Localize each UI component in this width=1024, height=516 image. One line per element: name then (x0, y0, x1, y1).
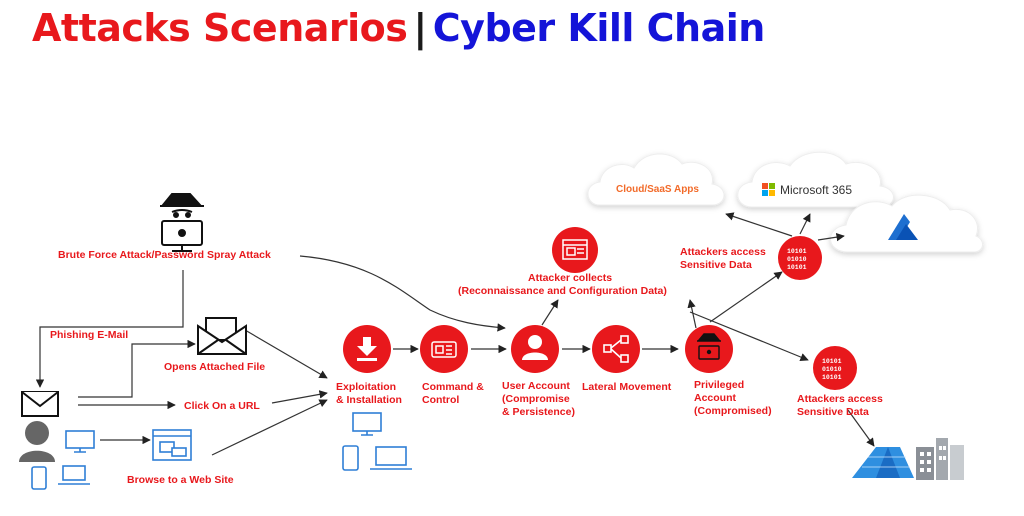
opens-attached-file-label: Opens Attached File (164, 361, 265, 373)
command-control-label-1: Command & (422, 381, 484, 393)
lateral-movement-node (592, 325, 640, 373)
lateral-movement-label: Lateral Movement (582, 381, 672, 393)
privileged-label-1: Privileged (694, 379, 744, 391)
user-icon (522, 335, 548, 360)
browser-window-icon (152, 429, 192, 461)
buildings-icon (916, 438, 964, 480)
collects-label-1: Attacker collects (528, 272, 612, 284)
svg-text:01010: 01010 (822, 366, 842, 373)
user-devices (31, 430, 95, 490)
svg-text:10101: 10101 (822, 358, 842, 365)
privileged-account-node (685, 325, 733, 373)
arrow-phishing-email (35, 270, 184, 388)
azure-logo-icon (888, 214, 918, 240)
monitor-icon (352, 412, 382, 432)
command-control-icon (431, 341, 457, 358)
envelope-icon (21, 391, 59, 417)
svg-text:01010: 01010 (787, 256, 807, 263)
user-account-node (511, 325, 559, 373)
flow-arrows (35, 212, 875, 456)
command-control-label-2: Control (422, 394, 459, 406)
monitor-icon (65, 430, 95, 449)
brute-force-label: Brute Force Attack/Password Spray Attack (58, 249, 271, 261)
command-control-node (420, 325, 468, 373)
binary-data-icon: 10101 01010 10101 (787, 248, 807, 271)
phone-icon (342, 445, 359, 471)
laptop-icon (375, 446, 407, 466)
arrow-brute-force (299, 255, 506, 332)
exploitation-node (343, 325, 391, 373)
user-icon (19, 421, 55, 462)
arrow-privileged-access-top (709, 271, 783, 323)
user-account-label-1: User Account (502, 380, 570, 392)
download-icon (357, 337, 377, 361)
exploitation-label-1: Exploitation (336, 381, 396, 393)
browse-web-site-label: Browse to a Web Site (127, 474, 234, 486)
cloud-saas-label: Cloud/SaaS Apps (616, 184, 699, 195)
phishing-email-label: Phishing E-Mail (50, 329, 128, 341)
arrow-web-exploit (211, 399, 328, 456)
privileged-label-3: (Compromised) (694, 405, 772, 417)
share-nodes-icon (603, 335, 629, 363)
arrow-privileged-access-bottom (689, 311, 809, 362)
arrow-to-azure (817, 232, 845, 242)
svg-text:10101: 10101 (787, 264, 807, 271)
binary-data-icon: 10101 01010 10101 (822, 358, 842, 381)
microsoft-logo-icon (762, 183, 775, 196)
arrow-privileged-collects (687, 299, 697, 329)
arrow-to-database (847, 409, 875, 447)
collects-label-2: (Reconnaissance and Configuration Data) (458, 285, 667, 297)
title-part-attacks: Attacks Scenarios (32, 6, 408, 50)
arrow-url-exploit (271, 390, 328, 404)
arrow-open-file (78, 339, 196, 398)
svg-text:10101: 10101 (787, 248, 807, 255)
arrow-user-collects (541, 299, 559, 326)
database-icon (852, 447, 914, 478)
access-bottom-label-1: Attackers access (797, 393, 883, 405)
privileged-label-2: Account (694, 392, 737, 404)
exploit-devices (342, 412, 412, 471)
open-envelope-icon (197, 317, 247, 355)
access-top-label-1: Attackers access (680, 246, 766, 258)
access-top-node: 10101 01010 10101 (778, 236, 822, 280)
access-top-label-2: Sensitive Data (680, 259, 752, 271)
arrow-to-saas (725, 212, 793, 237)
access-bottom-node: 10101 01010 10101 (813, 346, 857, 390)
user-account-label-2: (Compromise (502, 393, 570, 405)
exploitation-label-2: & Installation (336, 394, 402, 406)
svg-text:10101: 10101 (822, 374, 842, 381)
access-bottom-label-2: Sensitive Data (797, 406, 869, 418)
hacker-icon (697, 333, 721, 360)
browser-window-icon (562, 239, 588, 260)
arrow-to-m365 (799, 213, 811, 235)
microsoft-365-label: Microsoft 365 (780, 183, 852, 197)
title-part-kill-chain: Cyber Kill Chain (432, 6, 766, 50)
cloud-microsoft-365 (737, 151, 894, 208)
page-title: Attacks Scenarios|Cyber Kill Chain (32, 6, 766, 50)
arrow-file-exploit (244, 329, 328, 379)
phone-icon (31, 466, 47, 490)
title-separator: | (413, 6, 427, 50)
user-account-label-3: & Persistence) (502, 406, 575, 418)
cloud-saas-apps (587, 153, 725, 206)
hacker-icon (160, 193, 204, 252)
collects-node (552, 227, 598, 273)
laptop-icon (62, 465, 86, 481)
click-url-label: Click On a URL (184, 400, 260, 412)
